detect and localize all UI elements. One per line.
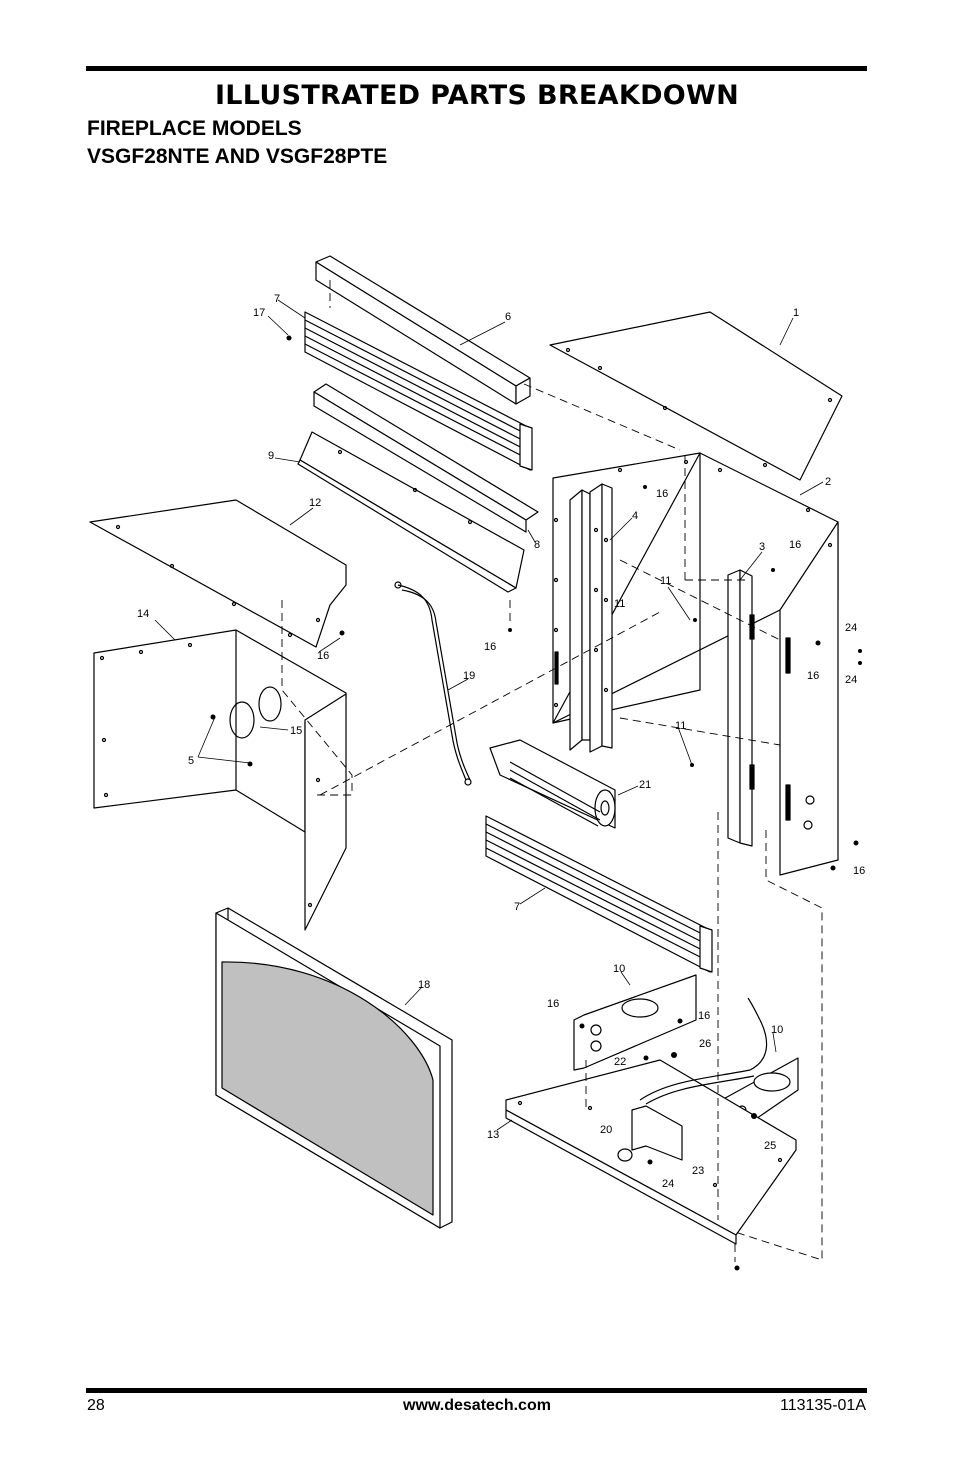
callout-label: 7	[274, 293, 280, 305]
callout-label: 1	[793, 307, 799, 319]
section-subtitle-line2: VSGF28NTE AND VSGF28PTE	[87, 145, 388, 168]
part-1-top-panel	[549, 311, 843, 481]
part-4-channels	[569, 483, 613, 753]
part-19-wire	[394, 581, 472, 786]
callout-label: 11	[675, 720, 686, 732]
callout-label: 9	[268, 450, 274, 462]
callout-label: 16	[656, 488, 668, 500]
callout-label: 16	[484, 641, 496, 653]
part-8-bar	[313, 383, 539, 533]
part-14-left-side	[93, 629, 347, 931]
callout-label: 2	[825, 476, 831, 488]
callout-label: 22	[614, 1056, 626, 1068]
callout-label: 5	[188, 755, 194, 767]
callout-label: 16	[317, 650, 329, 662]
part-9-hood	[297, 431, 525, 593]
callout-label: 11	[614, 598, 625, 610]
part-6-top-trim	[315, 255, 531, 405]
footer-rule	[86, 1388, 867, 1393]
part-3-side-channel	[727, 569, 755, 847]
callout-label: 26	[699, 1038, 711, 1050]
callout-label: 17	[253, 307, 265, 319]
callout-label: 6	[505, 311, 511, 323]
callout-label: 18	[418, 979, 430, 991]
callout-label: 10	[771, 1024, 783, 1036]
callout-label: 13	[487, 1129, 499, 1141]
callout-label: 15	[290, 725, 302, 737]
callout-label: 16	[547, 998, 559, 1010]
callout-label: 16	[807, 670, 819, 682]
part-23-switch-box	[617, 1105, 683, 1162]
callout-label: 20	[600, 1124, 612, 1136]
callout-label: 24	[845, 674, 857, 686]
page-title: ILLUSTRATED PARTS BREAKDOWN	[214, 80, 740, 111]
website-link[interactable]: www.desatech.com	[403, 1397, 551, 1414]
callout-label: 23	[692, 1165, 704, 1177]
part-2-firebox	[552, 452, 839, 876]
callout-label: 24	[662, 1178, 674, 1190]
part-18-front-frame	[215, 907, 453, 1229]
part-12-left-top	[89, 499, 347, 648]
callout-label: 4	[632, 510, 638, 522]
part-21-blower	[489, 739, 616, 829]
header-rule	[86, 66, 867, 71]
callout-label: 24	[845, 622, 857, 634]
section-subtitle-line1: FIREPLACE MODELS	[87, 117, 302, 140]
part-7-lower-louver	[485, 815, 713, 973]
callout-label: 12	[309, 497, 321, 509]
callout-label: 16	[789, 539, 801, 551]
callout-label: 10	[613, 963, 625, 975]
callout-label: 19	[463, 670, 475, 682]
callout-label: 11	[660, 575, 671, 587]
page-number: 28	[87, 1397, 105, 1414]
part-10-bracket-left	[573, 974, 697, 1071]
callout-label: 16	[853, 865, 865, 877]
callout-label: 16	[698, 1010, 710, 1022]
callout-label: 8	[534, 539, 540, 551]
part-7-upper-louver	[304, 311, 533, 471]
callout-labels: 1 2 3 4 5 6 7 7 8 9 10 10 11 11 11 12 13…	[137, 293, 865, 1190]
document-number: 113135-01A	[780, 1397, 866, 1414]
callout-label: 21	[639, 779, 651, 791]
callout-label: 25	[764, 1140, 776, 1152]
callout-label: 3	[759, 541, 765, 553]
callout-label: 14	[137, 608, 149, 620]
callout-label: 7	[514, 901, 520, 913]
